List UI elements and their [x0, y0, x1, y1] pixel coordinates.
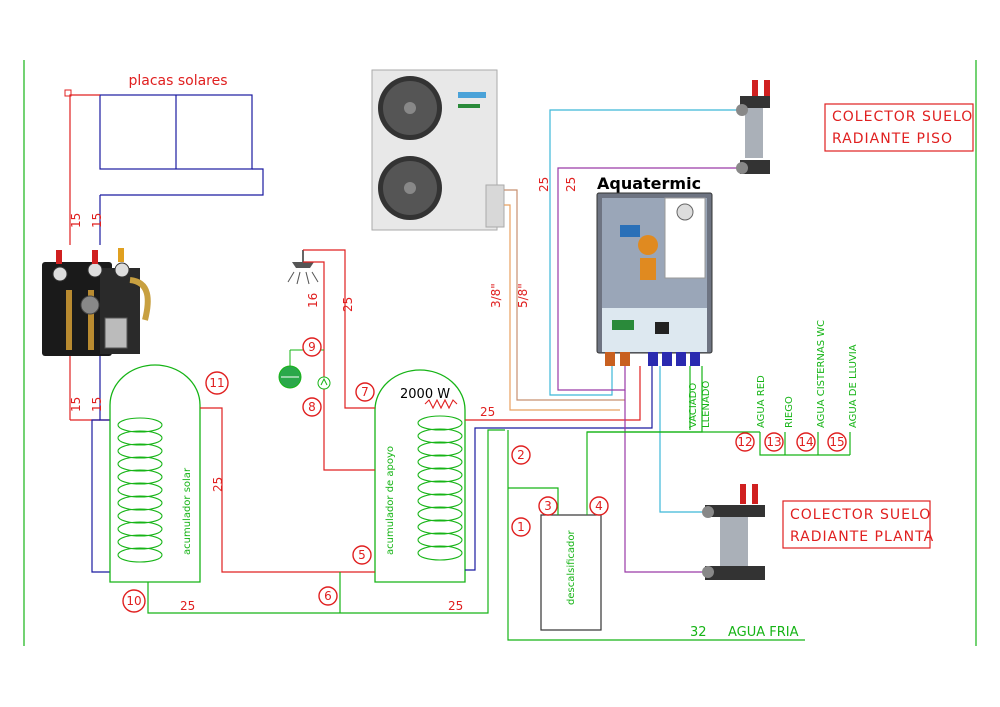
svg-text:15: 15 — [829, 435, 844, 449]
softener-label: descalsificador — [566, 530, 577, 605]
cold-water-label: AGUA FRIA — [728, 625, 799, 640]
valve-marker-3: 3 — [538, 496, 558, 516]
solar-panels — [99, 94, 264, 196]
pipe-label-hot-supply: 25 — [341, 297, 355, 312]
valve-marker-15: 15 — [827, 432, 847, 452]
pipe-label-solar-return-top: 15 — [90, 213, 104, 228]
floor-ground-supply-pipe — [659, 366, 705, 513]
valve-marker-6: 6 — [318, 586, 338, 606]
drain-label: VACIADO — [688, 383, 699, 428]
solar-supply-pipe — [69, 94, 100, 245]
svg-text:7: 7 — [361, 385, 369, 399]
water-distribution-pipe — [759, 432, 850, 456]
svg-text:4: 4 — [595, 499, 603, 513]
solar-vent-icon — [64, 89, 72, 97]
valve-marker-8: 8 — [302, 397, 322, 417]
floor-collector-upper-line1: COLECTOR SUELO — [832, 109, 973, 125]
pipe-label-floor-return: 25 — [564, 177, 578, 192]
water-softener — [540, 514, 602, 631]
pipe-label-cold-main: 32 — [690, 625, 707, 640]
rainwater-label: AGUA DE LLUVIA — [848, 344, 859, 428]
svg-text:10: 10 — [126, 594, 141, 608]
pipe-label-solar-return-bottom: 15 — [90, 397, 104, 412]
floor-collector-ground-line2: RADIANTE PLANTA — [790, 529, 934, 545]
hot-supply-pipe — [303, 249, 375, 409]
fill-pipe — [586, 366, 703, 510]
pipe-label-refrigerant-liquid: 3/8" — [489, 283, 503, 308]
valve-marker-5: 5 — [352, 545, 372, 565]
pipe-label-bottom-left: 25 — [180, 599, 195, 613]
valve-marker-4: 4 — [589, 496, 609, 516]
floor-collector-upper-box — [824, 103, 974, 152]
svg-text:2: 2 — [517, 448, 525, 462]
support-tank-label: acumulador de apoyo — [385, 446, 396, 555]
cold-feed-pipe — [147, 429, 505, 614]
svg-text:13: 13 — [766, 435, 781, 449]
solar-to-support-link-pipe — [200, 407, 375, 573]
aquatermic-indoor-unit — [596, 192, 713, 366]
pipe-label-floor-supply: 25 — [537, 177, 551, 192]
solar-pump-station — [42, 248, 151, 356]
valve-marker-9: 9 — [302, 337, 322, 357]
svg-text:6: 6 — [324, 589, 332, 603]
floor-upper-supply-pipe — [549, 109, 740, 396]
svg-text:14: 14 — [798, 435, 813, 449]
valve-marker-11: 11 — [205, 371, 229, 395]
valve-marker-10: 10 — [122, 589, 146, 613]
pipe-label-heat-exchange: 25 — [480, 405, 495, 419]
svg-text:5: 5 — [358, 548, 366, 562]
mains-water-label: AGUA RED — [756, 375, 767, 428]
cold-main-pipe — [507, 430, 805, 641]
pipe-label-solar-supply-bottom: 15 — [69, 397, 83, 412]
svg-text:9: 9 — [308, 340, 316, 354]
softener-inlet-pipe — [508, 487, 559, 515]
toilet-cisterns-label: AGUA CISTERNAS WC — [816, 320, 827, 428]
solar-tank — [109, 364, 201, 583]
floor-collector-ground-line1: COLECTOR SUELO — [790, 507, 931, 523]
pipe-label-solar-link: 25 — [211, 477, 225, 492]
pipe-label-shower: 16 — [306, 293, 320, 308]
unit-to-tank-return-pipe — [465, 366, 653, 571]
valve-marker-14: 14 — [796, 432, 816, 452]
valve-marker-12: 12 — [735, 432, 755, 452]
floor-collector-ground — [702, 484, 765, 580]
fill-label: LLENADO — [701, 381, 712, 428]
pipe-label-refrigerant-gas: 5/8" — [516, 283, 530, 308]
outdoor-heat-pump-unit — [371, 69, 505, 231]
recirculation-pump-icon — [317, 376, 331, 390]
valve-marker-13: 13 — [764, 432, 784, 452]
floor-collector-ground-box — [782, 500, 931, 549]
svg-text:11: 11 — [209, 376, 224, 390]
support-tank — [374, 369, 466, 583]
shower-head-icon — [287, 250, 319, 285]
unit-to-tank-supply-pipe — [465, 366, 641, 421]
svg-text:3: 3 — [544, 499, 552, 513]
valve-marker-1: 1 — [511, 517, 531, 537]
brand-label: Aquatermic — [597, 174, 701, 193]
svg-text:1: 1 — [517, 520, 525, 534]
pipe-label-solar-supply-top: 15 — [69, 213, 83, 228]
svg-text:8: 8 — [308, 400, 316, 414]
floor-collector-upper-line2: RADIANTE PISO — [832, 131, 953, 147]
pipe-label-bottom-right: 25 — [448, 599, 463, 613]
floor-upper-return-pipe — [557, 167, 740, 391]
solar-panels-label: placas solares — [128, 73, 227, 89]
valve-marker-7: 7 — [355, 382, 375, 402]
refrigerant-liquid-line — [504, 204, 620, 411]
svg-text:12: 12 — [737, 435, 752, 449]
solar-coil-outlet-pipe — [91, 419, 120, 573]
valve-marker-2: 2 — [511, 445, 531, 465]
solar-tank-label: acumulador solar — [182, 467, 193, 555]
expansion-vessel-icon — [278, 349, 324, 389]
shower-recirculation-pipe — [303, 261, 375, 471]
refrigerant-gas-line — [504, 189, 625, 401]
irrigation-label: RIEGO — [784, 396, 795, 428]
floor-ground-return-pipe — [624, 390, 705, 573]
heater-power-label: 2000 W — [400, 387, 450, 402]
floor-collector-upper — [736, 80, 770, 174]
